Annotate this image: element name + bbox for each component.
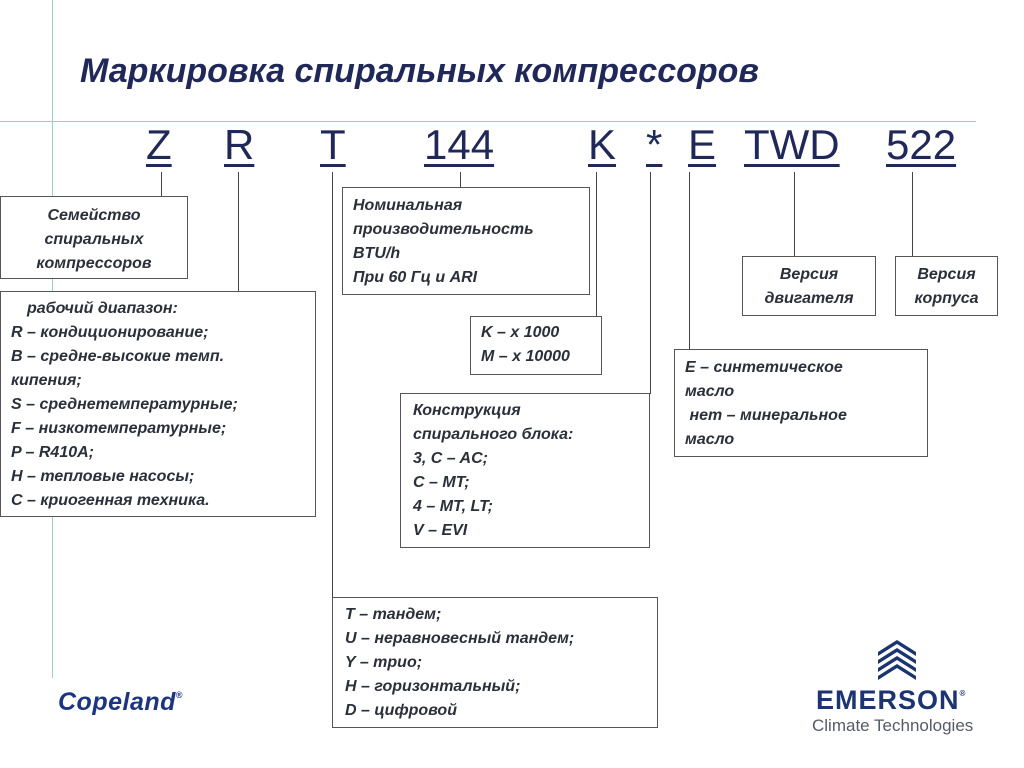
box-configuration: T – тандем; U – неравновесный тандем; Y … (332, 597, 658, 728)
connector-z (161, 172, 162, 197)
box-body-version: Версия корпуса (895, 256, 998, 316)
connector-capacity (460, 172, 461, 188)
code-r: R (224, 121, 255, 168)
emerson-logo-text: EMERSON® (816, 685, 967, 715)
code-capacity: 144 (424, 121, 495, 168)
horizontal-guide-line (0, 121, 976, 122)
connector-multiplier (596, 172, 597, 317)
box-capacity: Номинальная производительность BTU/h При… (342, 187, 590, 295)
box-oil: E – синтетическое масло нет – минерально… (674, 349, 928, 457)
box-scroll-block: Конструкция спирального блока: 3, C – AC… (400, 393, 650, 548)
connector-r (238, 172, 239, 292)
connector-motor (794, 172, 795, 257)
emerson-tagline: Climate Technologies (812, 716, 974, 735)
code-z: Z (146, 121, 172, 168)
code-motor: TWD (744, 121, 840, 168)
copeland-logo: Copeland® (58, 688, 184, 716)
connector-body (912, 172, 913, 257)
connector-oil (689, 172, 690, 350)
box-family: Семейство спиральных компрессоров (0, 196, 188, 279)
box-operating-range: рабочий диапазон: R – кондиционирование;… (0, 291, 316, 517)
code-t: T (320, 121, 346, 168)
code-scroll: * (646, 121, 663, 168)
code-multiplier: K (588, 121, 617, 168)
code-body: 522 (886, 121, 957, 168)
connector-t (332, 172, 333, 598)
code-oil: E (688, 121, 717, 168)
emerson-emblem-icon (878, 640, 916, 680)
slide-title: Маркировка спиральных компрессоров (80, 52, 759, 90)
connector-scroll (650, 172, 651, 394)
box-multiplier: K – x 1000 M – x 10000 (470, 316, 602, 375)
box-motor-version: Версия двигателя (742, 256, 876, 316)
